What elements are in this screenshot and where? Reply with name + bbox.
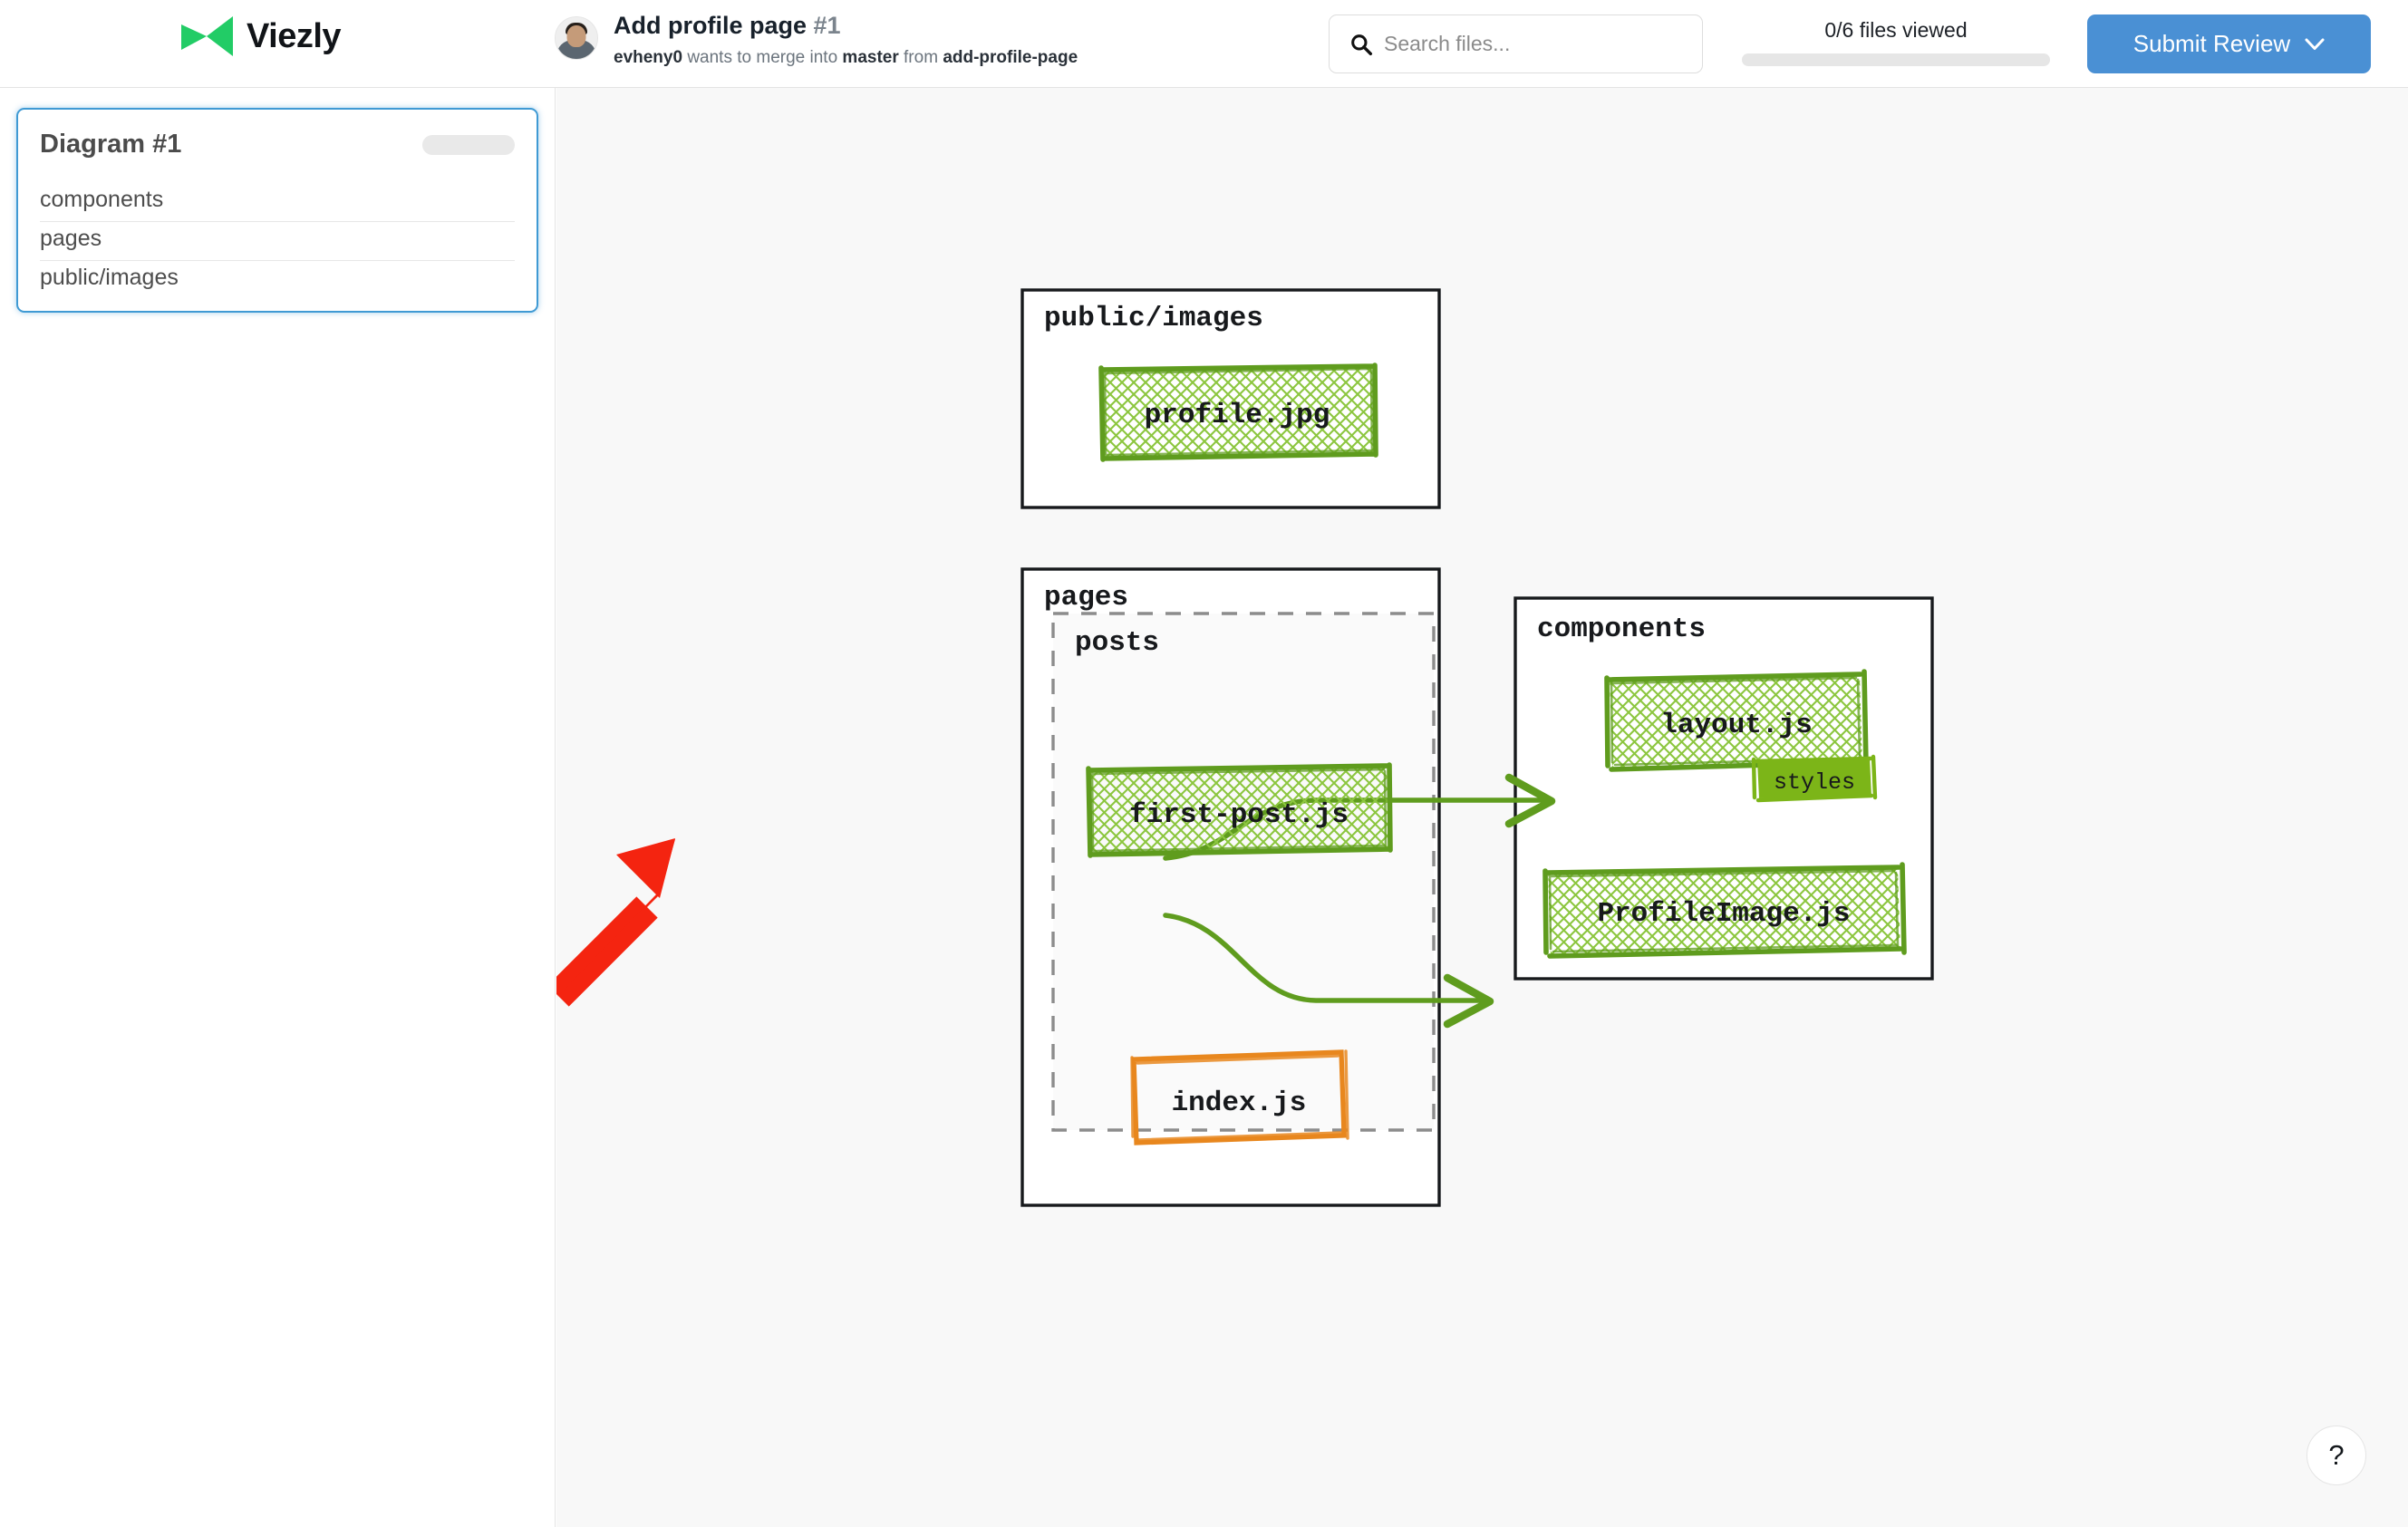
pr-title-line: Add profile page #1 xyxy=(614,11,1078,42)
help-label: ? xyxy=(2328,1439,2345,1471)
group-posts[interactable]: posts xyxy=(1051,612,1436,1132)
search-icon xyxy=(1351,34,1373,55)
files-viewed-progress: 0/6 files viewed xyxy=(1742,18,2050,66)
group-label-posts: posts xyxy=(1075,627,1159,659)
pr-from-text: from xyxy=(898,47,943,67)
list-item[interactable]: public/images xyxy=(40,265,179,290)
diagram-canvas[interactable]: public/images profile.jpg pages posts co… xyxy=(556,88,2408,1527)
progress-track xyxy=(1742,53,2050,66)
pr-author: evheny0 xyxy=(614,47,683,67)
app-header: Viezly Add profile page #1 evheny0 wants… xyxy=(0,0,2408,88)
red-arrow-pointer xyxy=(556,838,675,1007)
node-profile-jpg[interactable]: profile.jpg xyxy=(1098,362,1378,462)
node-label-profile-jpg: profile.jpg xyxy=(1145,400,1330,431)
diagram-card-title: Diagram #1 xyxy=(40,130,182,159)
help-button[interactable]: ? xyxy=(2306,1426,2366,1485)
node-label-index-js: index.js xyxy=(1172,1087,1307,1119)
diagram-card-pill xyxy=(422,134,515,155)
diagram-svg: public/images profile.jpg pages posts co… xyxy=(556,288,1934,1207)
files-viewed-label: 0/6 files viewed xyxy=(1824,18,1968,42)
chevron-down-icon xyxy=(2305,38,2325,50)
node-label-profileimage-js: ProfileImage.js xyxy=(1597,898,1850,930)
badge-label-styles: styles xyxy=(1774,769,1855,796)
node-index-js[interactable]: index.js xyxy=(1130,1049,1349,1145)
user-avatar xyxy=(555,16,598,60)
search-input[interactable]: Search files... xyxy=(1329,14,1703,73)
diagram-card-header: Diagram #1 xyxy=(40,130,515,159)
list-item[interactable]: components xyxy=(40,183,515,222)
group-label-components: components xyxy=(1537,614,1706,645)
pr-number: #1 xyxy=(813,12,841,39)
pr-merge-text: wants to merge into xyxy=(682,47,843,67)
edge-first-post-to-profileimage xyxy=(1163,913,1494,1029)
diagram-card[interactable]: Diagram #1 components pages public/image… xyxy=(16,108,538,313)
node-label-layout-js: layout.js xyxy=(1660,710,1812,741)
sidebar: Diagram #1 components pages public/image… xyxy=(0,88,556,1527)
submit-review-label: Submit Review xyxy=(2132,30,2291,57)
brand-name: Viezly xyxy=(247,16,342,55)
brand-logo[interactable]: Viezly xyxy=(181,16,342,56)
list-item[interactable]: pages xyxy=(40,222,515,261)
pull-request-summary: Add profile page #1 evheny0 wants to mer… xyxy=(555,11,1078,71)
pr-title: Add profile page xyxy=(614,12,808,39)
node-profileimage-js[interactable]: ProfileImage.js xyxy=(1542,862,1907,959)
node-first-post-js[interactable]: first-post.js xyxy=(1086,762,1393,858)
pr-target-branch: master xyxy=(842,47,899,67)
group-label-public-images: public/images xyxy=(1044,303,1263,334)
pr-source-branch: add-profile-page xyxy=(943,47,1078,67)
search-placeholder: Search files... xyxy=(1384,32,1511,55)
node-label-first-post-js: first-post.js xyxy=(1129,799,1349,831)
viezly-bowtie-logo-icon xyxy=(181,16,233,56)
pr-subtitle: evheny0 wants to merge into master from … xyxy=(614,44,1078,71)
submit-review-button[interactable]: Submit Review xyxy=(2087,14,2371,73)
diagram-folder-list: components pages public/images xyxy=(40,183,515,293)
group-label-pages: pages xyxy=(1044,582,1128,614)
badge-styles[interactable]: styles xyxy=(1751,754,1878,803)
node-layout-js[interactable]: layout.js xyxy=(1604,669,1869,772)
